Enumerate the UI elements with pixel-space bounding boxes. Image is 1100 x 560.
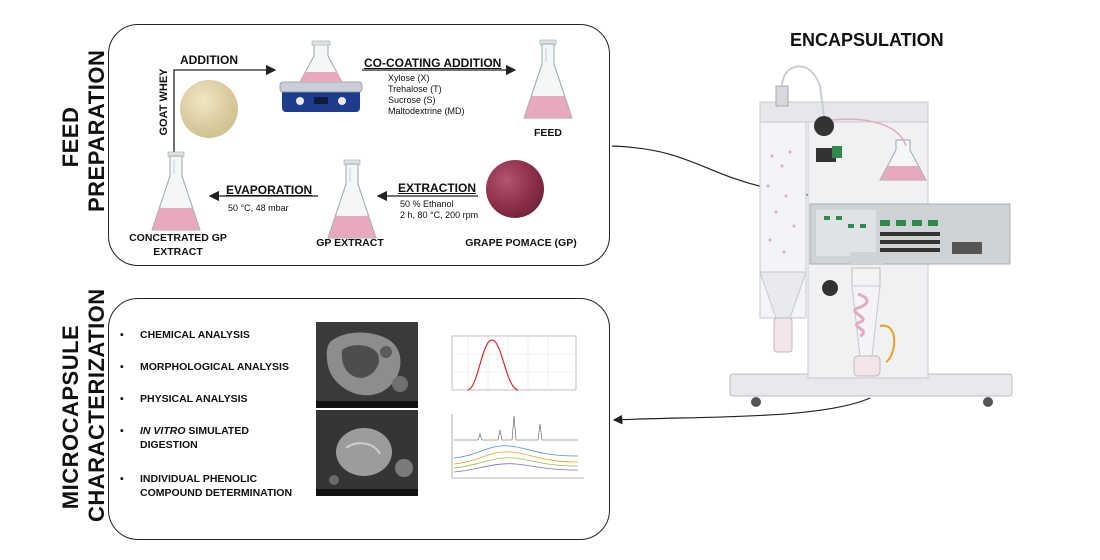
phenolic-determination: INDIVIDUAL PHENOLIC COMPOUND DETERMINATI… xyxy=(140,472,292,500)
extraction-params: 2 h, 80 °C, 200 rpm xyxy=(400,210,479,220)
gp-extract-label: GP EXTRACT xyxy=(316,237,384,249)
feed-label: FEED xyxy=(533,127,562,139)
addition-arrow xyxy=(173,64,277,152)
in-vitro-digestion: IN VITRO SIMULATED DIGESTION xyxy=(140,424,249,452)
magnetic-stirrer-icon xyxy=(279,40,363,112)
concentrated-extract-label: CONCETRATED GP EXTRACT xyxy=(118,231,238,259)
encapsulation-title: ENCAPSULATION xyxy=(790,30,944,50)
characterization-title: MICROCAPSULE CHARACTERIZATION xyxy=(58,288,112,522)
in-vitro-italic: IN VITRO xyxy=(140,425,186,437)
grape-pomace-label: GRAPE POMACE (GP) xyxy=(465,237,577,249)
xrd-pattern-chart xyxy=(438,410,588,490)
morphological-analysis: MORPHOLOGICAL ANALYSIS xyxy=(140,361,289,373)
grape-pomace-image xyxy=(486,160,544,218)
extraction-label: EXTRACTION xyxy=(398,181,476,195)
goat-whey-powder xyxy=(180,80,238,138)
bullet-dot: • xyxy=(120,425,124,437)
dryer-to-characterization-connector xyxy=(612,397,871,425)
co-coating-label: CO-COATING ADDITION xyxy=(364,56,502,70)
sem-micrograph-bottom xyxy=(316,410,418,496)
char-title-line-1: MICROCAPSULE xyxy=(58,324,83,510)
sucrose-item: Sucrose (S) xyxy=(388,95,436,105)
chemical-analysis: CHEMICAL ANALYSIS xyxy=(140,329,250,341)
maltodextrine-item: Maltodextrine (MD) xyxy=(388,106,465,116)
bullet-dot: • xyxy=(120,361,124,373)
sem-micrograph-top xyxy=(316,322,418,408)
spray-dryer-icon xyxy=(729,65,1013,407)
trehalose-item: Trehalose (T) xyxy=(388,84,442,94)
feed-flask-icon xyxy=(523,39,573,119)
gp-extract-flask-icon xyxy=(327,159,377,239)
co-coating-list: Xylose (X) Trehalose (T) Sucrose (S) Mal… xyxy=(388,73,465,117)
simulated-text: SIMULATED xyxy=(185,425,249,437)
concentrated-flask-icon xyxy=(151,151,201,231)
bullet-dot: • xyxy=(120,393,124,405)
char-title-line-2: CHARACTERIZATION xyxy=(84,288,109,522)
concentrated-line-1: CONCETRATED GP xyxy=(129,232,227,244)
concentrated-line-2: EXTRACT xyxy=(153,246,203,258)
digestion-text: DIGESTION xyxy=(140,439,198,451)
evaporation-label: EVAPORATION xyxy=(226,183,313,197)
xylose-item: Xylose (X) xyxy=(388,73,430,83)
physical-analysis: PHYSICAL ANALYSIS xyxy=(140,393,248,405)
evaporation-conditions: 50 °C, 48 mbar xyxy=(228,203,289,213)
addition-label: ADDITION xyxy=(180,53,238,67)
extraction-solvent: 50 % Ethanol xyxy=(400,199,454,209)
phenolic-line-1: INDIVIDUAL PHENOLIC xyxy=(140,473,258,485)
particle-distribution-chart xyxy=(438,330,580,404)
bullet-dot: • xyxy=(120,473,124,485)
phenolic-line-2: COMPOUND DETERMINATION xyxy=(140,487,293,499)
bullet-dot: • xyxy=(120,329,124,341)
extraction-conditions: 50 % Ethanol 2 h, 80 °C, 200 rpm xyxy=(400,199,478,221)
